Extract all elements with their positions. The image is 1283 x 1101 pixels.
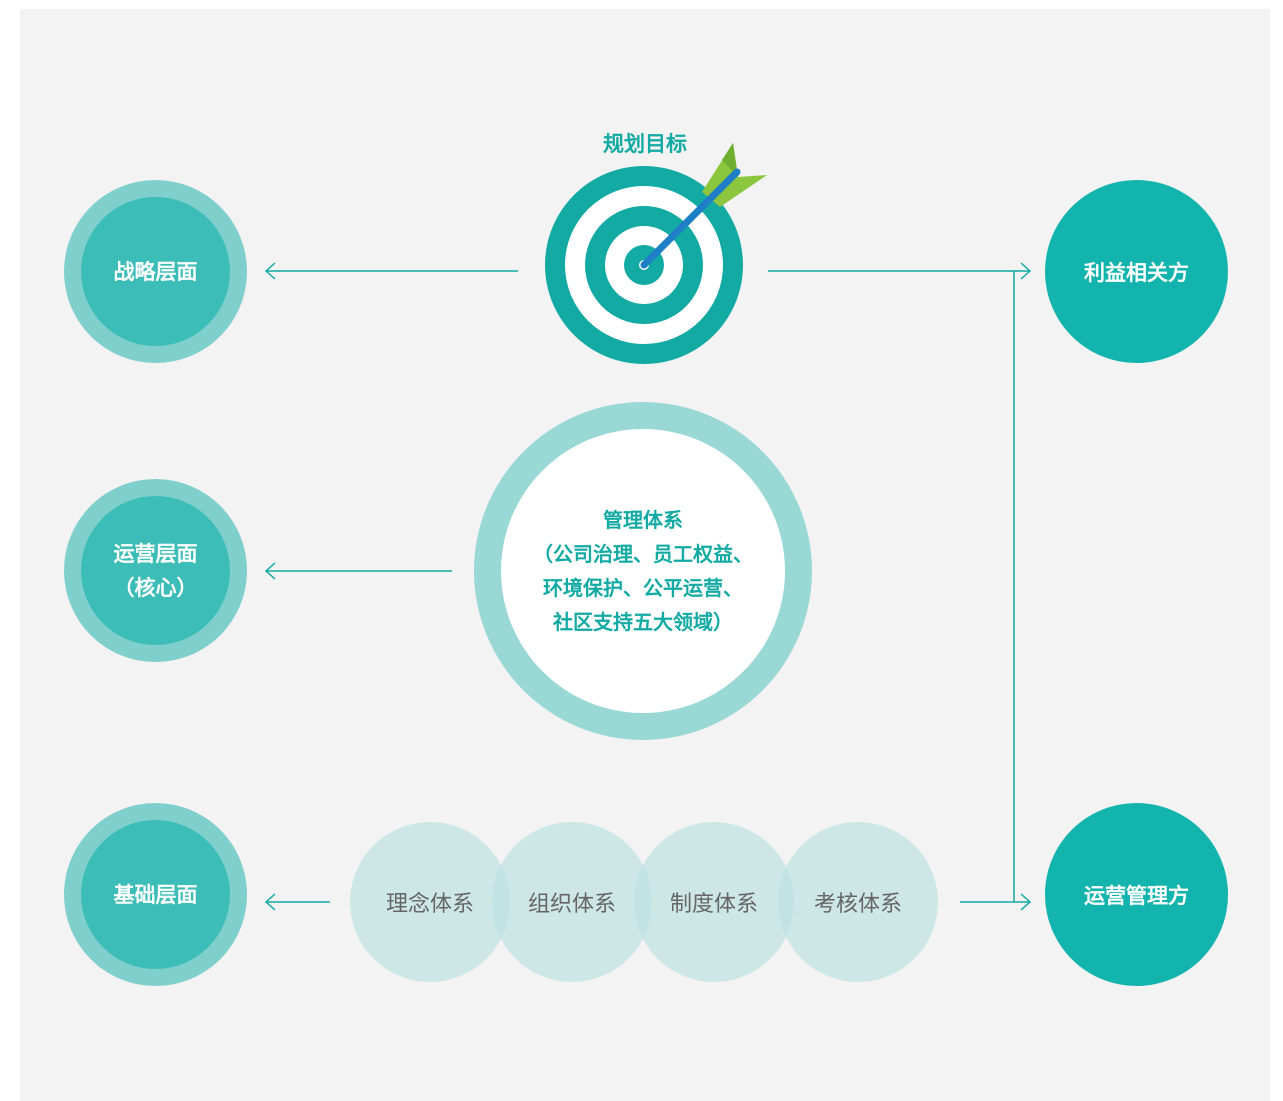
arrowhead-stakeholders <box>1020 262 1032 280</box>
target-title: 规划目标 <box>603 132 687 156</box>
stakeholders-node: 利益相关方 <box>1045 180 1228 363</box>
system-label-regulation: 制度体系 <box>669 892 758 917</box>
management-system-label: 管理体系 （公司治理、员工权益、 环境保护、公平运营、 社区支持五大领域） <box>533 508 753 634</box>
operators-node: 运营管理方 <box>1045 803 1228 986</box>
system-circle-concept: 理念体系 <box>350 822 510 982</box>
system-label-organization: 组织体系 <box>527 892 616 917</box>
stakeholders-label: 利益相关方 <box>1084 260 1189 285</box>
arrowhead-foundation <box>264 893 276 911</box>
system-circle-organization: 组织体系 <box>492 822 652 982</box>
strategy-node: 战略层面 <box>64 180 247 363</box>
operation-label: 运营层面 <box>113 541 198 566</box>
management-system-node: 管理体系 （公司治理、员工权益、 环境保护、公平运营、 社区支持五大领域） <box>474 402 812 740</box>
operation-node: 运营层面 （核心） <box>64 479 247 662</box>
foundation-label: 基础层面 <box>113 882 198 907</box>
system-circle-assessment: 考核体系 <box>778 822 938 982</box>
foundation-node: 基础层面 <box>64 803 247 986</box>
arrowhead-operators <box>1020 893 1032 911</box>
arrowhead-operation <box>264 562 276 580</box>
strategy-label: 战略层面 <box>113 259 198 284</box>
arrowhead-strategy <box>264 262 276 280</box>
system-label-assessment: 考核体系 <box>813 892 902 917</box>
operation-sublabel: （核心） <box>113 575 198 600</box>
operators-label: 运营管理方 <box>1084 883 1189 908</box>
system-circle-regulation: 制度体系 <box>634 822 794 982</box>
target-icon <box>545 143 767 364</box>
system-label-concept: 理念体系 <box>385 892 474 917</box>
